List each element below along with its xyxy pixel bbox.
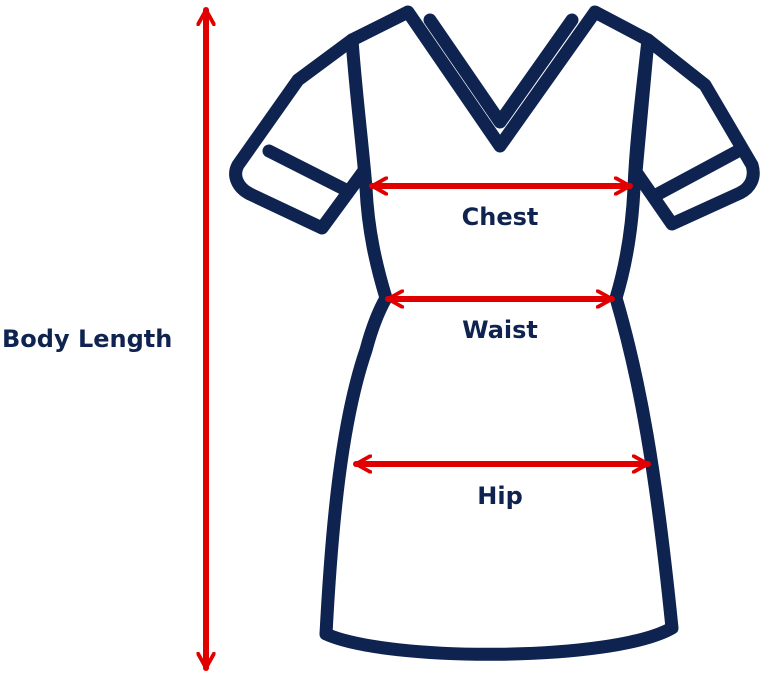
left-sleeve xyxy=(236,40,366,228)
body-length-label: Body Length xyxy=(2,325,172,353)
hip-label: Hip xyxy=(477,482,523,510)
chest-label: Chest xyxy=(462,203,539,231)
waist-label: Waist xyxy=(462,316,538,344)
